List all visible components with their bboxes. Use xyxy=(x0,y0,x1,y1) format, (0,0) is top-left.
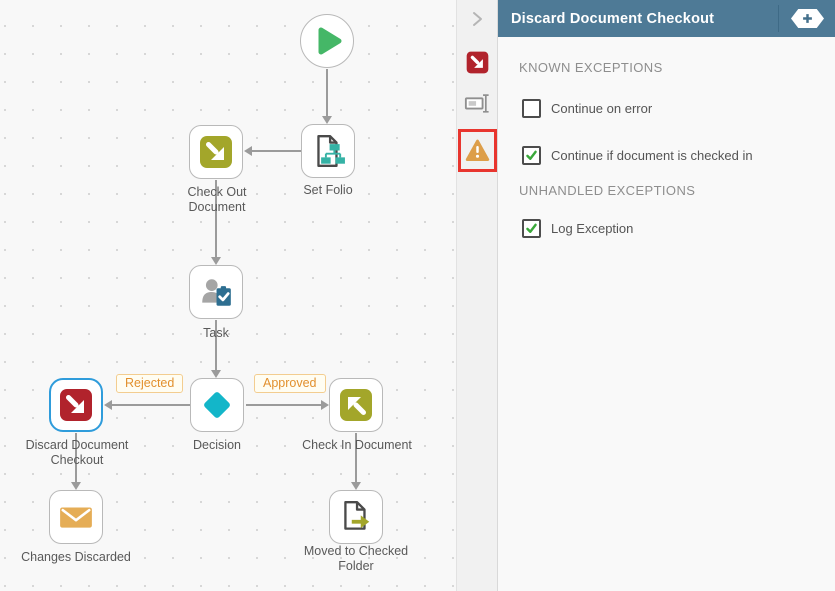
play-icon xyxy=(307,21,347,61)
node-label-check-in-document: Check In Document xyxy=(282,438,432,453)
checkbox-row-continue-on-error[interactable]: Continue on error xyxy=(522,99,652,118)
user-task-icon xyxy=(198,274,234,310)
checkbox-label: Continue if document is checked in xyxy=(551,148,753,163)
workflow-canvas[interactable]: Rejected Approved xyxy=(0,0,456,591)
node-start[interactable] xyxy=(300,14,354,68)
section-heading-unhandled-exceptions: UNHANDLED EXCEPTIONS xyxy=(519,183,695,198)
checkbox-row-log-exception[interactable]: Log Exception xyxy=(522,219,633,238)
chevron-right-icon xyxy=(467,9,487,29)
arrowhead-down-icon xyxy=(71,482,81,490)
edge-setfolio-to-checkout xyxy=(252,150,302,152)
panel-header: Discard Document Checkout xyxy=(498,0,835,37)
check-out-arrow-icon xyxy=(199,135,233,169)
document-move-icon xyxy=(338,499,374,535)
edge-start-to-setfolio xyxy=(326,69,328,117)
properties-toolbar xyxy=(456,0,498,591)
outcome-label-approved[interactable]: Approved xyxy=(254,374,326,393)
header-divider xyxy=(778,5,779,32)
checkbox-label: Continue on error xyxy=(551,101,652,116)
node-label-changes-discarded: Changes Discarded xyxy=(0,550,156,565)
node-moved-to-checked-folder[interactable] xyxy=(329,490,383,544)
arrowhead-left-icon xyxy=(244,146,252,156)
rename-icon xyxy=(464,90,490,116)
folio-icon xyxy=(310,133,346,169)
arrowhead-down-icon xyxy=(211,370,221,378)
arrowhead-down-icon xyxy=(322,116,332,124)
node-decision[interactable] xyxy=(190,378,244,432)
edge-decision-to-discard xyxy=(112,404,190,406)
discard-arrow-icon xyxy=(59,388,93,422)
node-label-discard-document-checkout: Discard Document Checkout xyxy=(16,438,138,468)
checkbox-label: Log Exception xyxy=(551,221,633,236)
add-exception-button[interactable] xyxy=(791,9,824,28)
plus-icon xyxy=(802,13,813,24)
arrowhead-down-icon xyxy=(211,257,221,265)
node-label-decision: Decision xyxy=(172,438,262,453)
rename-tab[interactable] xyxy=(457,90,497,116)
checkbox-checked-icon[interactable] xyxy=(522,219,541,238)
arrowhead-down-icon xyxy=(351,482,361,490)
collapse-panel-button[interactable] xyxy=(457,7,497,31)
node-label-task: Task xyxy=(176,326,256,341)
node-check-out-document[interactable] xyxy=(189,125,243,179)
node-changes-discarded[interactable] xyxy=(49,490,103,544)
edge-decision-to-checkin xyxy=(246,404,322,406)
checkbox-unchecked-icon[interactable] xyxy=(522,99,541,118)
decision-diamond-icon xyxy=(197,385,237,425)
check-in-arrow-icon xyxy=(339,388,373,422)
node-label-moved-to-checked-folder: Moved to Checked Folder xyxy=(300,544,412,574)
node-task[interactable] xyxy=(189,265,243,319)
warning-triangle-icon xyxy=(465,139,490,162)
panel-title: Discard Document Checkout xyxy=(498,11,714,27)
step-properties-tab[interactable] xyxy=(457,50,497,74)
section-heading-known-exceptions: KNOWN EXCEPTIONS xyxy=(519,60,663,75)
checkbox-row-continue-if-checked-in[interactable]: Continue if document is checked in xyxy=(522,146,753,165)
node-label-set-folio: Set Folio xyxy=(283,183,373,198)
outcome-label-rejected[interactable]: Rejected xyxy=(116,374,183,393)
arrowhead-right-icon xyxy=(321,400,329,410)
node-set-folio[interactable] xyxy=(301,124,355,178)
exceptions-tab-active[interactable] xyxy=(458,129,497,172)
checkbox-checked-icon[interactable] xyxy=(522,146,541,165)
node-discard-document-checkout[interactable] xyxy=(49,378,103,432)
node-label-check-out-document: Check Out Document xyxy=(171,185,263,215)
discard-step-icon xyxy=(466,51,489,74)
envelope-icon xyxy=(58,499,94,535)
node-check-in-document[interactable] xyxy=(329,378,383,432)
arrowhead-left-icon xyxy=(104,400,112,410)
properties-panel: Discard Document Checkout KNOWN EXCEPTIO… xyxy=(498,0,835,591)
